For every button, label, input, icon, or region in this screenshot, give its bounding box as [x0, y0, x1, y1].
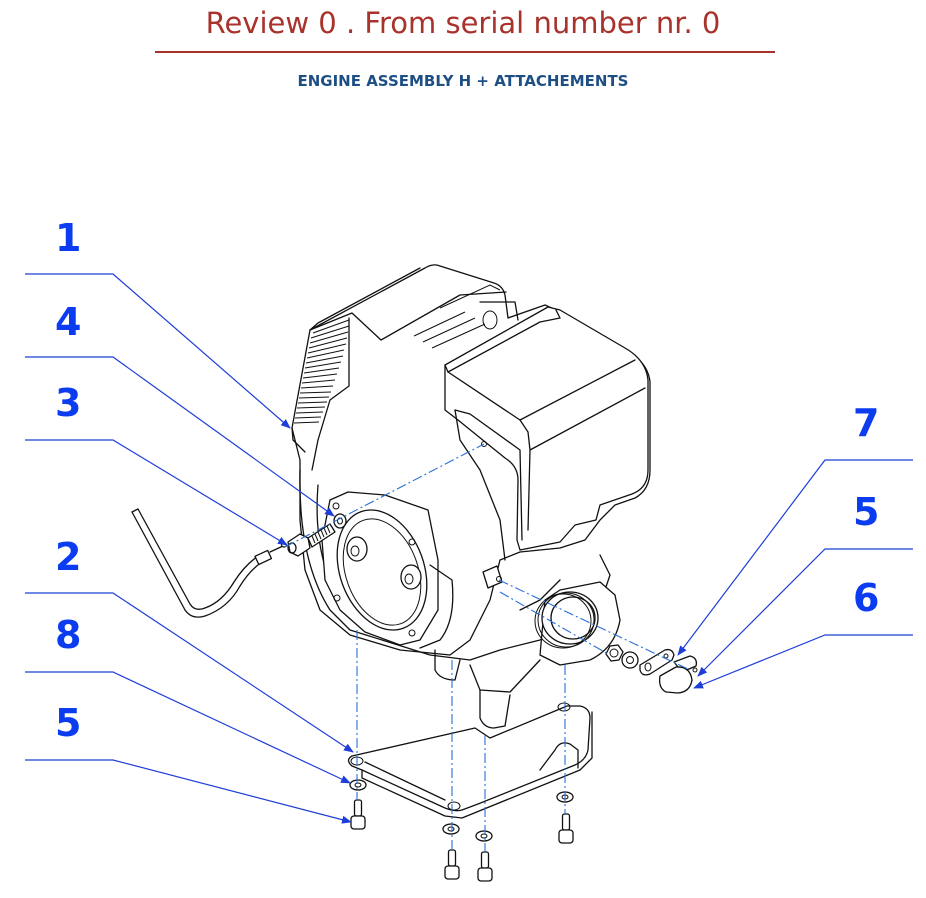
- adjuster-washer[interactable]: [333, 513, 347, 529]
- lock-washer[interactable]: [621, 651, 639, 669]
- cable-clamp[interactable]: [658, 655, 698, 694]
- flywheel-flange[interactable]: [321, 491, 454, 649]
- callout-number-5-left[interactable]: 5: [55, 701, 82, 745]
- leader-2: [25, 592, 354, 753]
- exhaust-port[interactable]: [482, 565, 621, 666]
- mounting-bracket[interactable]: [347, 702, 593, 819]
- leader-4: [25, 356, 335, 517]
- callout-number-6[interactable]: 6: [853, 576, 880, 620]
- cable-adjuster[interactable]: [287, 523, 336, 557]
- title-divider: [155, 51, 775, 53]
- callout-number-3[interactable]: 3: [55, 381, 82, 425]
- throttle-cable[interactable]: [131, 508, 288, 618]
- leader-5-left: [25, 759, 352, 824]
- hex-nut[interactable]: [605, 644, 624, 662]
- callout-number-1[interactable]: 1: [55, 216, 82, 260]
- leader-3: [25, 439, 288, 546]
- callout-number-5-right[interactable]: 5: [853, 490, 880, 534]
- bracket-screws[interactable]: [350, 799, 574, 882]
- cable-bracket[interactable]: [639, 648, 675, 676]
- leader-lines: [25, 273, 913, 824]
- page-title: Review 0 . From serial number nr. 0: [205, 6, 721, 40]
- callout-number-4[interactable]: 4: [55, 300, 82, 344]
- callout-number-2[interactable]: 2: [55, 535, 82, 579]
- leader-6: [693, 634, 913, 689]
- leader-1: [25, 273, 291, 429]
- callout-number-8[interactable]: 8: [55, 613, 82, 657]
- leader-8: [25, 671, 351, 784]
- assembly-axes: [284, 443, 691, 852]
- assembly-subtitle: ENGINE ASSEMBLY H + ATTACHEMENTS: [297, 72, 629, 90]
- leader-5-right: [697, 548, 913, 677]
- callout-number-7[interactable]: 7: [853, 401, 880, 445]
- leader-7: [677, 459, 913, 656]
- bracket-washers[interactable]: [349, 779, 574, 842]
